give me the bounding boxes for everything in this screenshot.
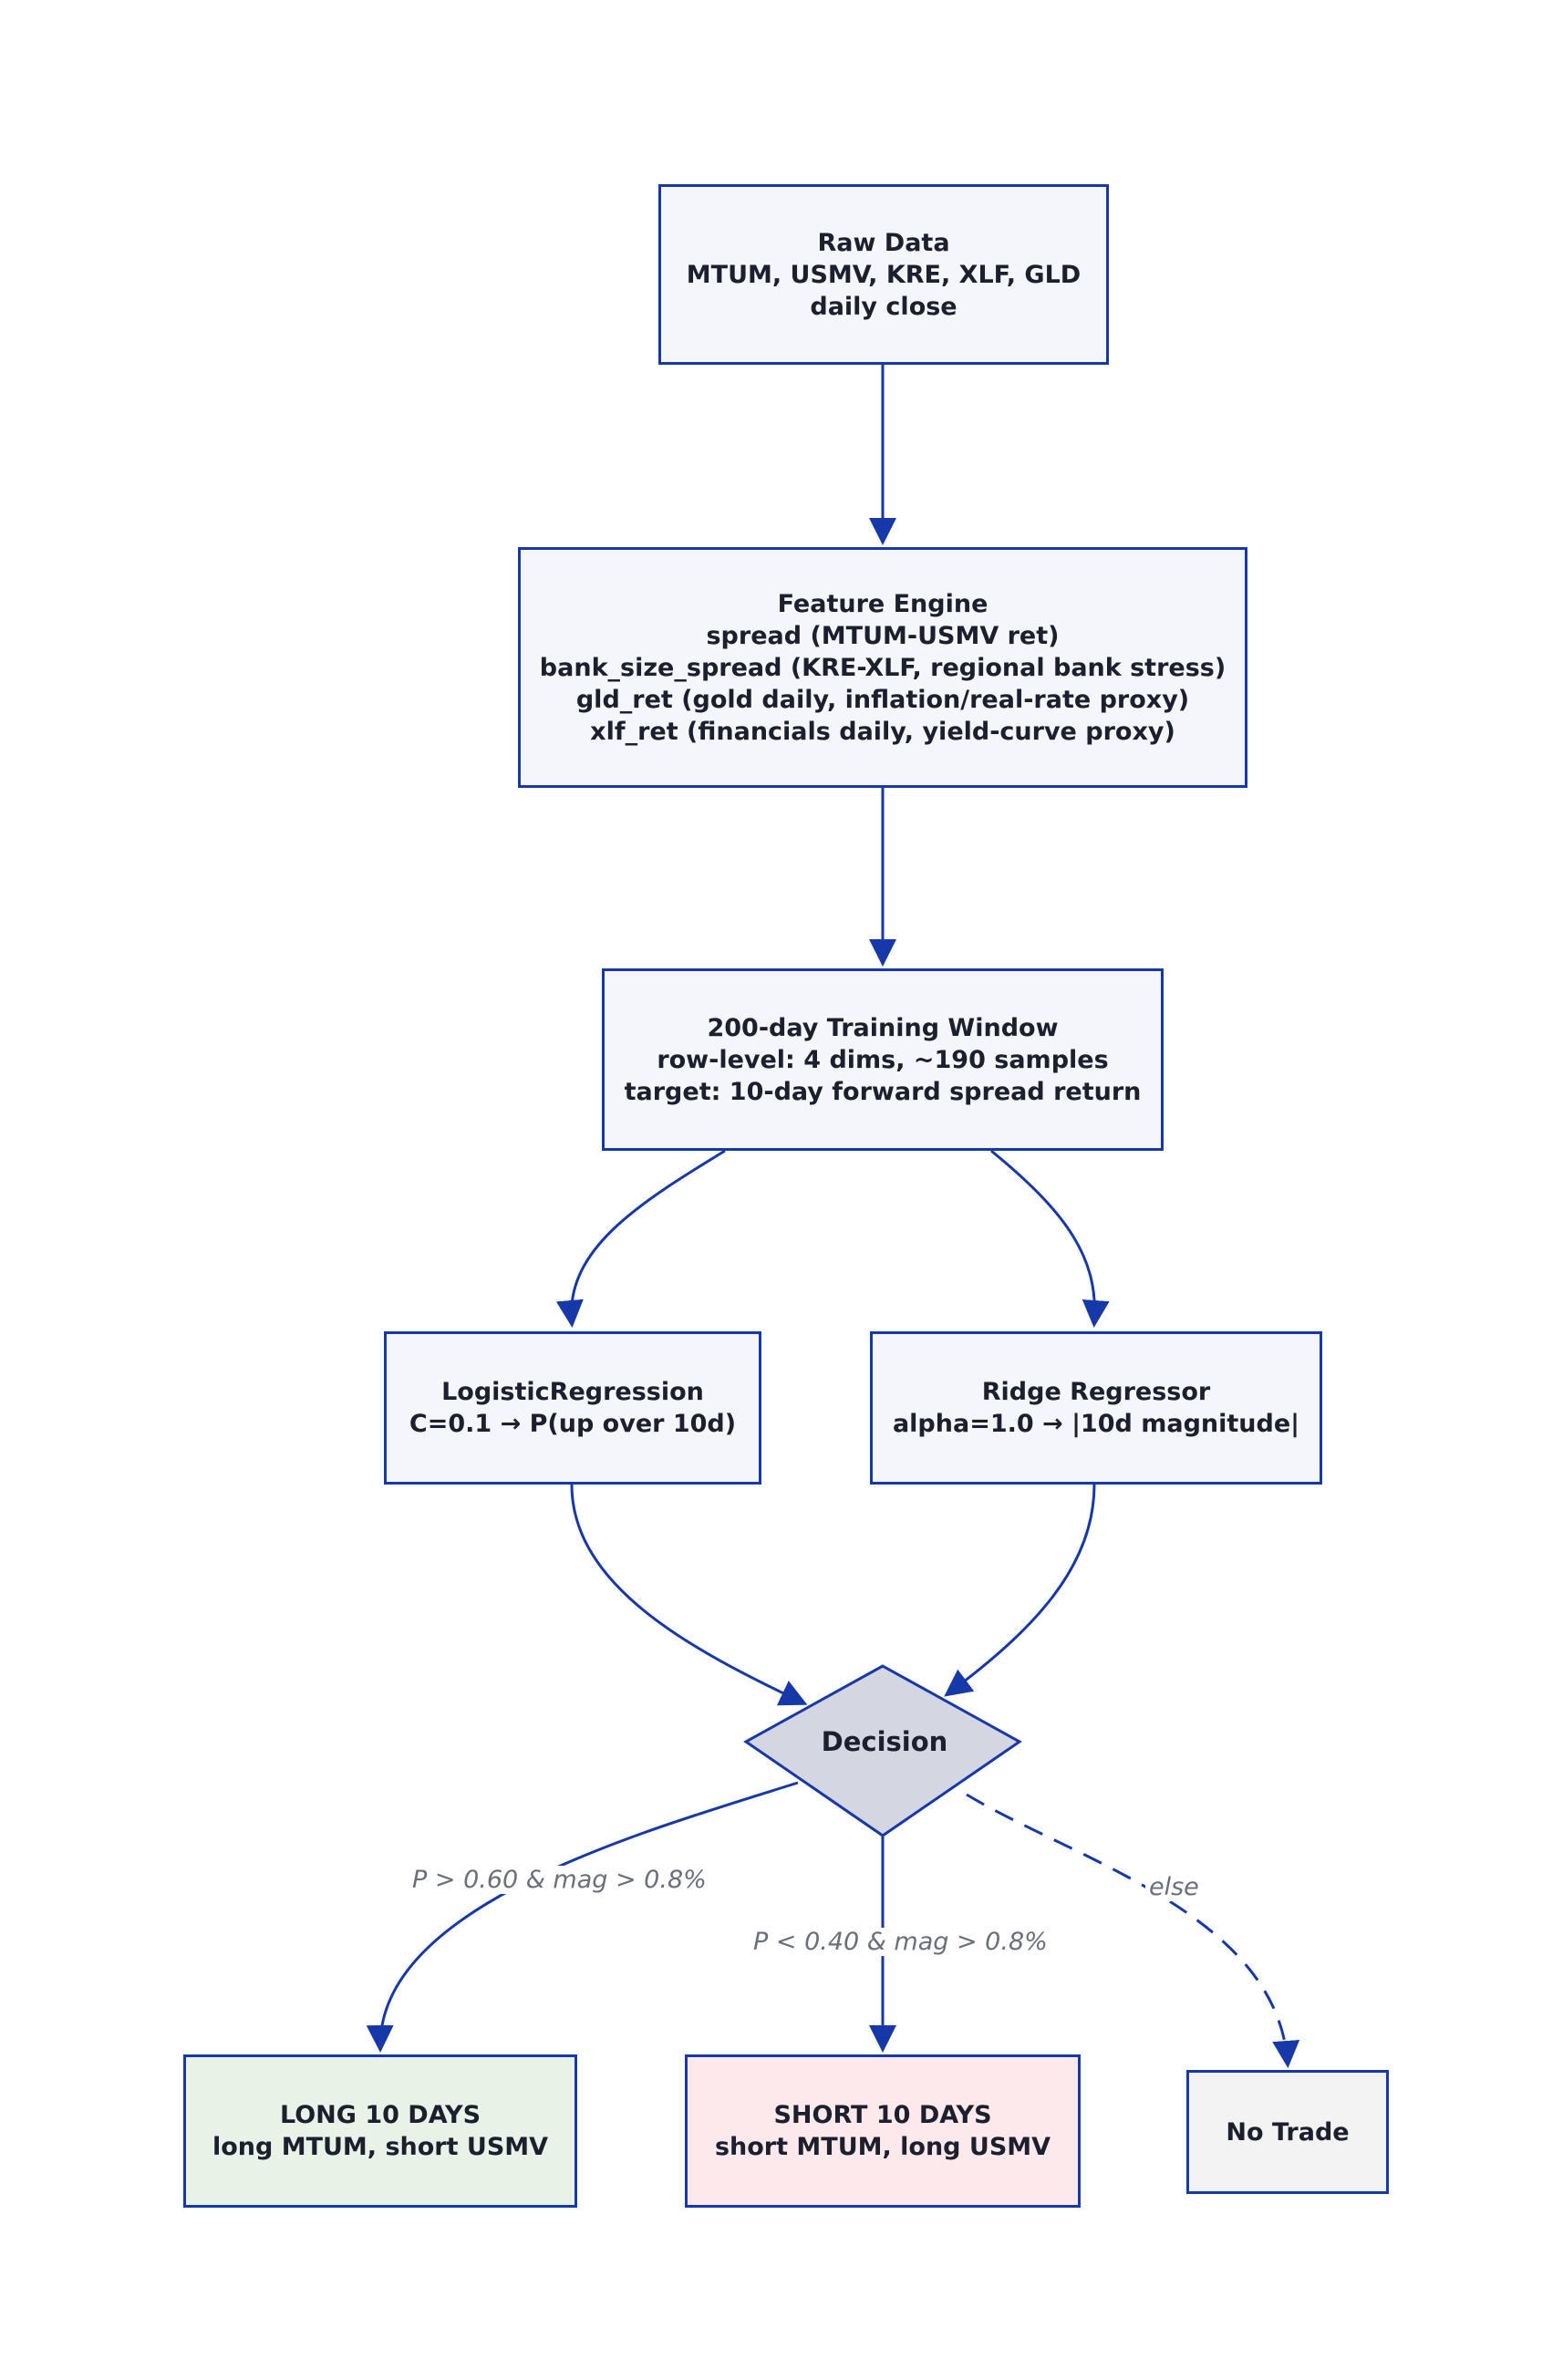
ridge-detail: alpha=1.0 → |10d magnitude| <box>892 1410 1300 1438</box>
long-detail: long MTUM, short USMV <box>212 2133 549 2161</box>
edge-label-no-trade: else <box>1145 1873 1203 1901</box>
training-window-rows: row-level: 4 dims, ~190 samples <box>657 1045 1109 1074</box>
node-ridge-regressor: Ridge Regressor alpha=1.0 → |10d magnitu… <box>870 1331 1322 1485</box>
edge-decision-to-long <box>366 1781 799 2053</box>
logistic-detail: C=0.1 → P(up over 10d) <box>409 1410 737 1438</box>
no-trade-title: No Trade <box>1226 2117 1350 2147</box>
long-title: LONG 10 DAYS <box>279 2101 481 2129</box>
training-window-title: 200-day Training Window <box>707 1013 1059 1042</box>
edge-decision-to-no-trade <box>966 1793 1300 2068</box>
raw-data-frequency: daily close <box>810 292 957 321</box>
ridge-title: Ridge Regressor <box>981 1378 1211 1406</box>
feature-engine-title: Feature Engine <box>777 589 989 618</box>
edge-training-to-ridge <box>990 1149 1110 1328</box>
short-detail: short MTUM, long USMV <box>714 2133 1051 2161</box>
raw-data-tickers: MTUM, USMV, KRE, XLF, GLD <box>686 260 1082 289</box>
logistic-title: LogisticRegression <box>441 1378 704 1406</box>
raw-data-title: Raw Data <box>817 228 950 257</box>
node-raw-data: Raw Data MTUM, USMV, KRE, XLF, GLD daily… <box>658 184 1109 365</box>
decision-label: Decision <box>821 1726 948 1757</box>
feature-spread: spread (MTUM-USMV ret) <box>706 621 1060 650</box>
node-no-trade: No Trade <box>1186 2070 1389 2194</box>
node-logistic-regression: LogisticRegression C=0.1 → P(up over 10d… <box>384 1331 761 1485</box>
decision-diamond <box>743 1664 1022 1837</box>
short-title: SHORT 10 DAYS <box>773 2101 992 2129</box>
feature-gld-ret: gld_ret (gold daily, inflation/real-rate… <box>575 685 1190 714</box>
edge-label-long: P > 0.60 & mag > 0.8% <box>409 1866 710 1894</box>
node-feature-engine: Feature Engine spread (MTUM-USMV ret) ba… <box>518 547 1247 788</box>
feature-bank-size-spread: bank_size_spread (KRE-XLF, regional bank… <box>539 653 1227 682</box>
node-short-10-days: SHORT 10 DAYS short MTUM, long USMV <box>685 2054 1081 2208</box>
training-window-target: target: 10-day forward spread return <box>624 1077 1142 1106</box>
edge-ridge-to-decision <box>944 1484 1096 1697</box>
node-long-10-days: LONG 10 DAYS long MTUM, short USMV <box>183 2054 577 2208</box>
node-training-window: 200-day Training Window row-level: 4 dim… <box>602 968 1164 1151</box>
edge-training-to-logistic <box>555 1149 726 1328</box>
feature-xlf-ret: xlf_ret (financials daily, yield-curve p… <box>590 717 1175 746</box>
edge-label-short: P < 0.40 & mag > 0.8% <box>750 1928 1051 1956</box>
edge-logistic-to-decision <box>570 1484 808 1706</box>
